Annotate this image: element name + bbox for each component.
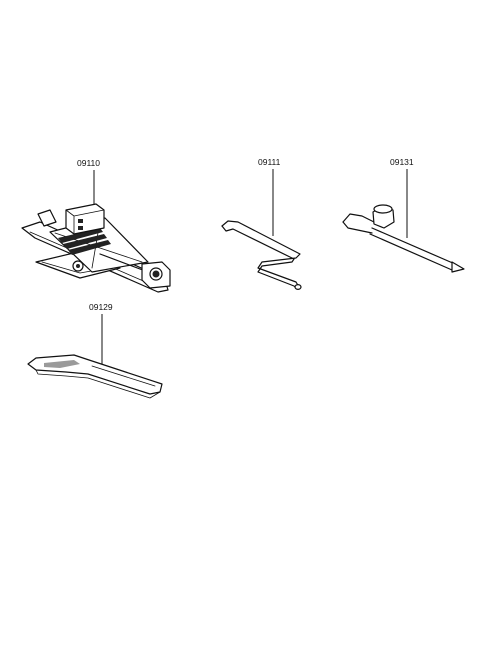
wrench-shaft-top [371,227,456,265]
jack-handle-tip [294,284,302,291]
jack-handle-rod-inner [221,225,298,290]
jack-saddle-hole-1 [78,219,83,223]
lever-groove [91,365,156,387]
jack-saddle-hole-2 [78,226,83,230]
wrench-shaft-bottom [369,233,453,271]
part-label-lever: 09129 [89,302,113,312]
jack-pivot-center [76,264,80,268]
jack-handle-lever: 09129 [27,302,163,399]
wrench-short-arm-bottom [342,221,373,234]
wrench-short-arm-top [342,213,379,225]
wrench-socket-top [373,204,393,214]
wheel-nut-wrench: 09131 [342,157,465,273]
jack-eye-hole [152,270,160,278]
jack-handle: 09111 [221,157,302,291]
jack-saddle [65,203,105,235]
jack-left-bracket [37,209,57,227]
jack-saddle-edges [65,209,105,235]
part-label-jack: 09110 [77,158,100,168]
lever-recess [44,360,80,368]
part-label-wheel-wrench: 09131 [390,157,414,167]
lever-thickness-edge [35,369,161,399]
jack-screw-shaft [99,253,149,273]
wrench-pointed-end [451,261,465,273]
jack-handle-rod-outer [221,220,301,288]
jack-hatching [58,228,111,255]
jack-assembly: 09110 [21,158,171,293]
part-label-jack-handle: 09111 [258,157,281,167]
